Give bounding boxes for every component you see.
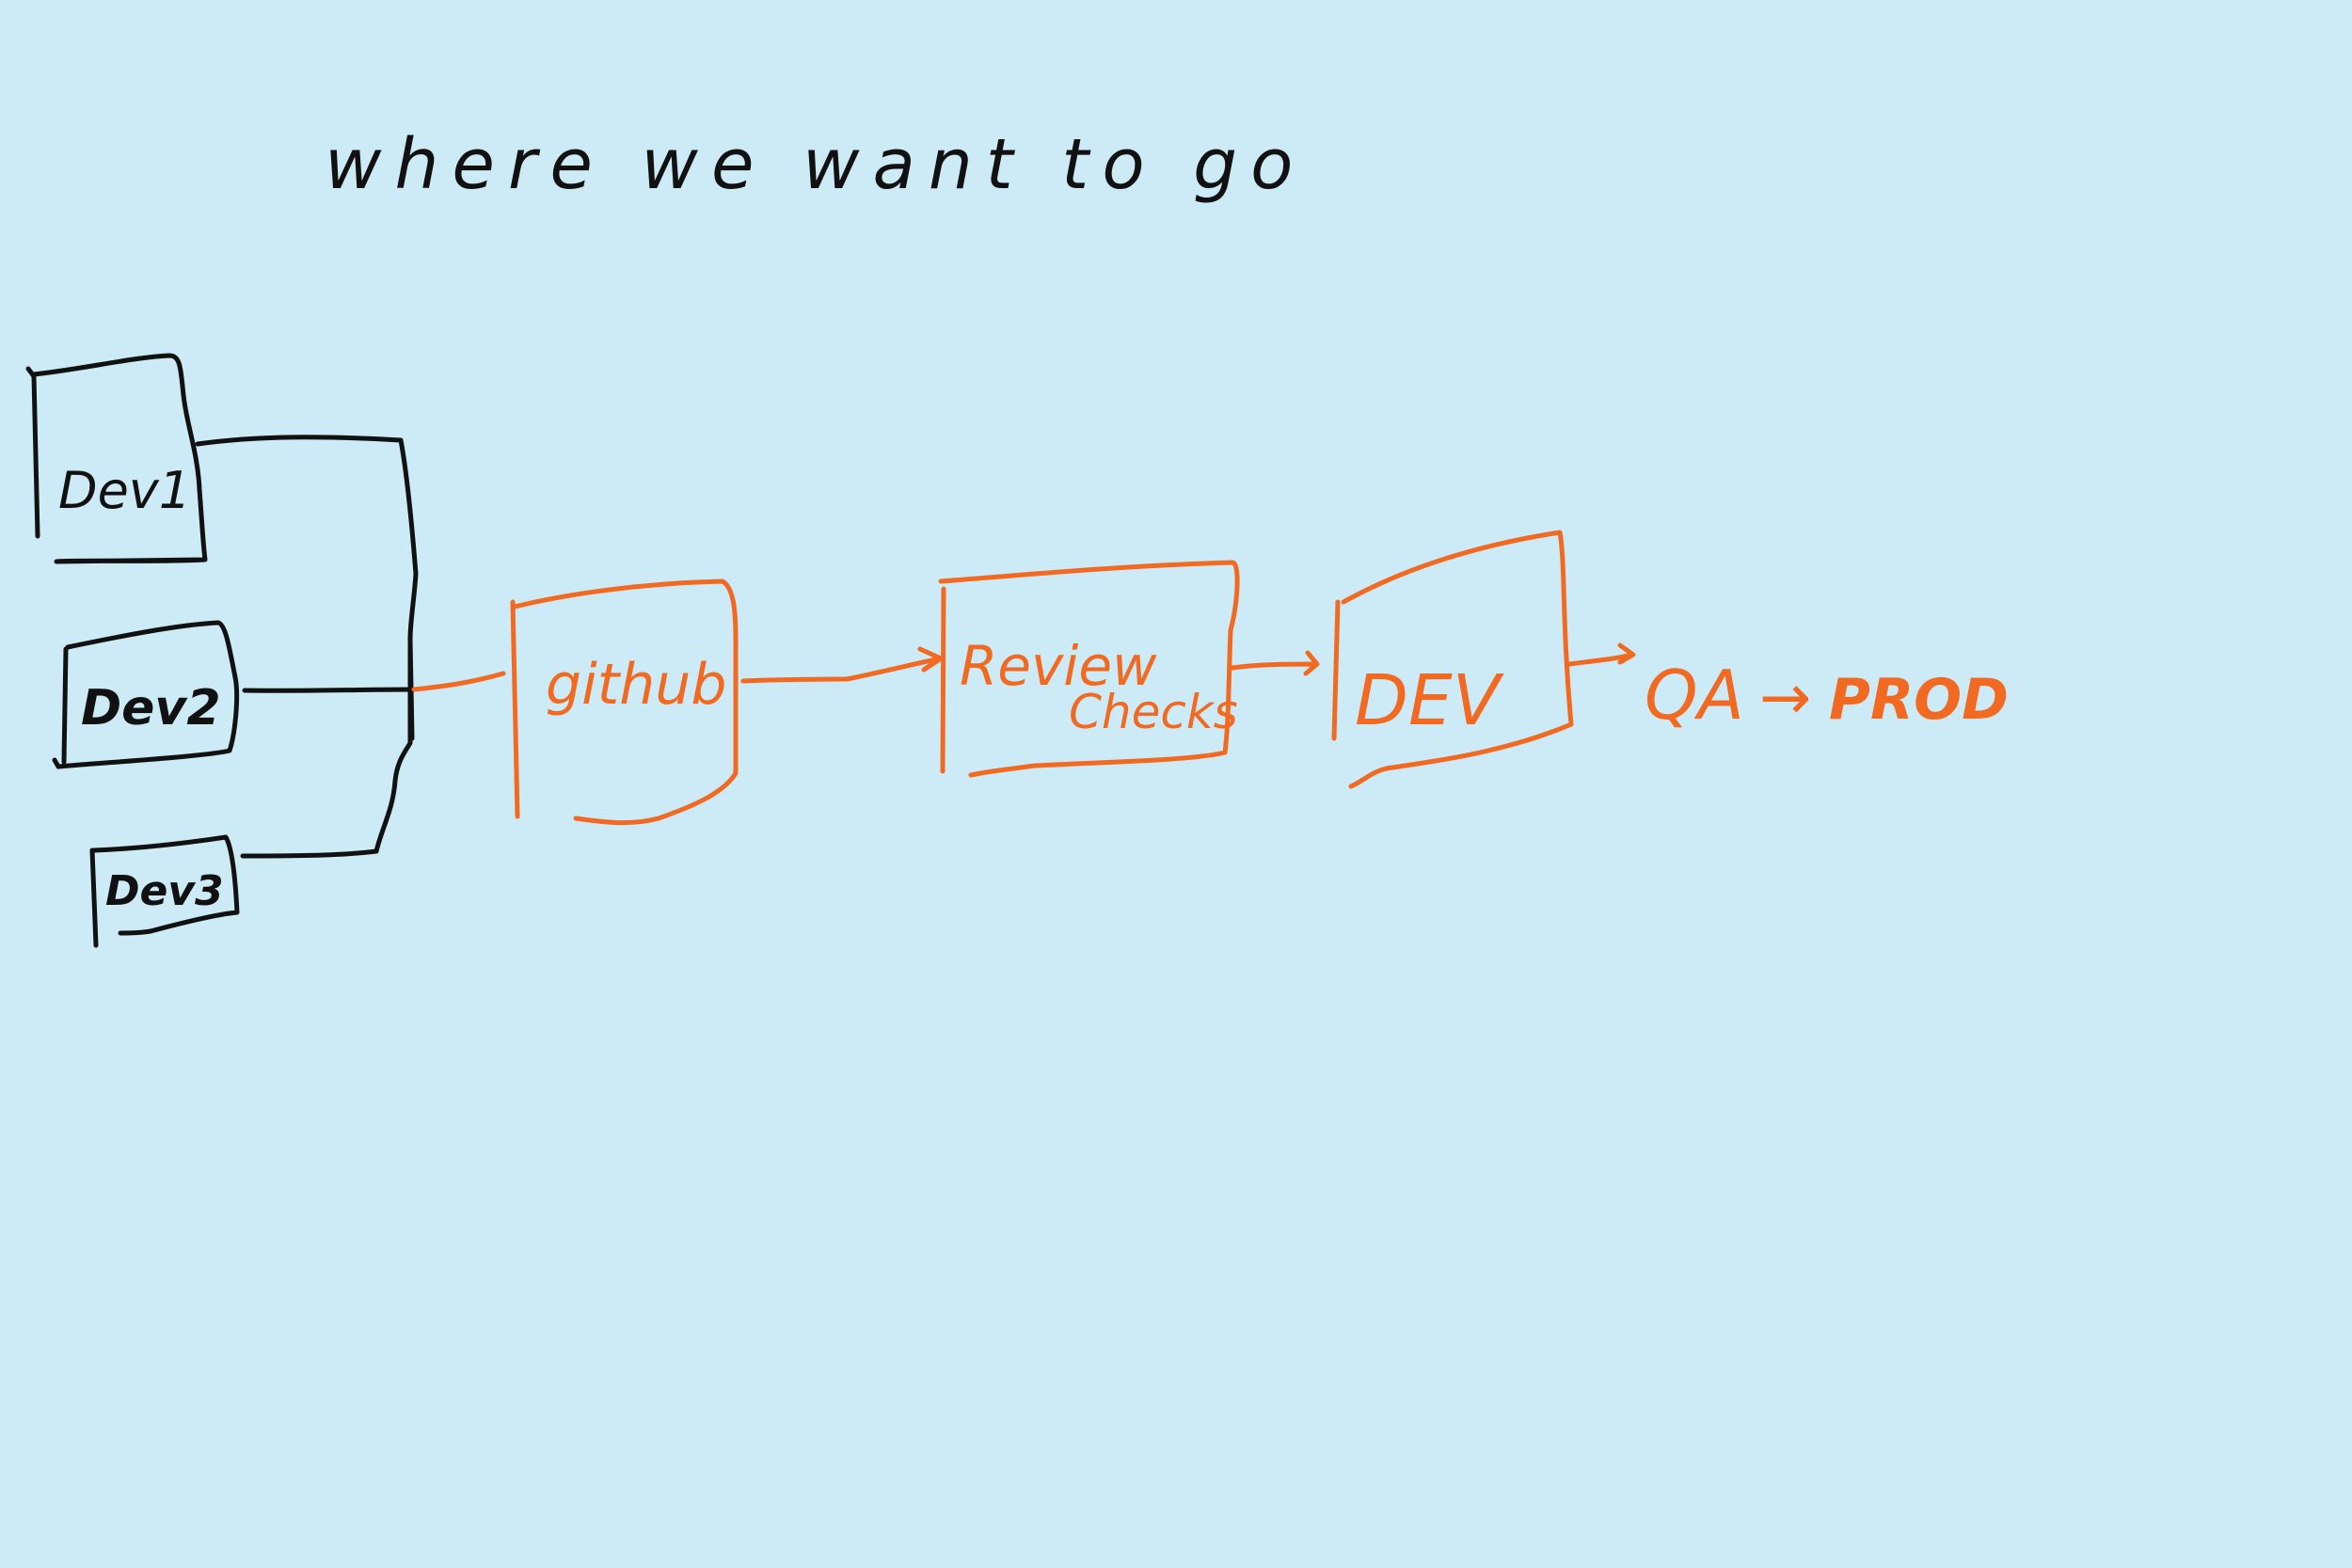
prod-label: PROD	[1829, 667, 2009, 733]
dev3-label: Dev3	[105, 867, 224, 915]
github-label: github	[546, 652, 726, 718]
review-checks-box: Review Checks	[938, 560, 1240, 778]
review-label-line2: Checks	[1069, 685, 1238, 739]
dev-env-box: DEV	[1331, 530, 1574, 789]
github-box: github	[510, 578, 739, 826]
dev-env-label: DEV	[1355, 660, 1504, 741]
review-label-line1: Review	[960, 634, 1157, 698]
dev3-box: Dev3	[89, 834, 240, 948]
dev-connectors	[195, 435, 419, 859]
qa-to-prod-arrow: →	[1759, 661, 1811, 734]
qa-label: QA	[1645, 656, 1744, 735]
arrow-dev-to-qa	[1566, 642, 1636, 667]
arrow-to-github	[411, 671, 506, 692]
diagram-title: where we want to go	[325, 124, 1306, 205]
dev2-label: Dev2	[81, 680, 221, 736]
arrow-github-to-review	[740, 646, 944, 684]
dev1-label: Dev1	[58, 461, 191, 520]
dev2-box: Dev2	[52, 620, 240, 769]
arrow-review-to-dev	[1230, 650, 1320, 676]
dev1-box: Dev1	[25, 353, 208, 564]
